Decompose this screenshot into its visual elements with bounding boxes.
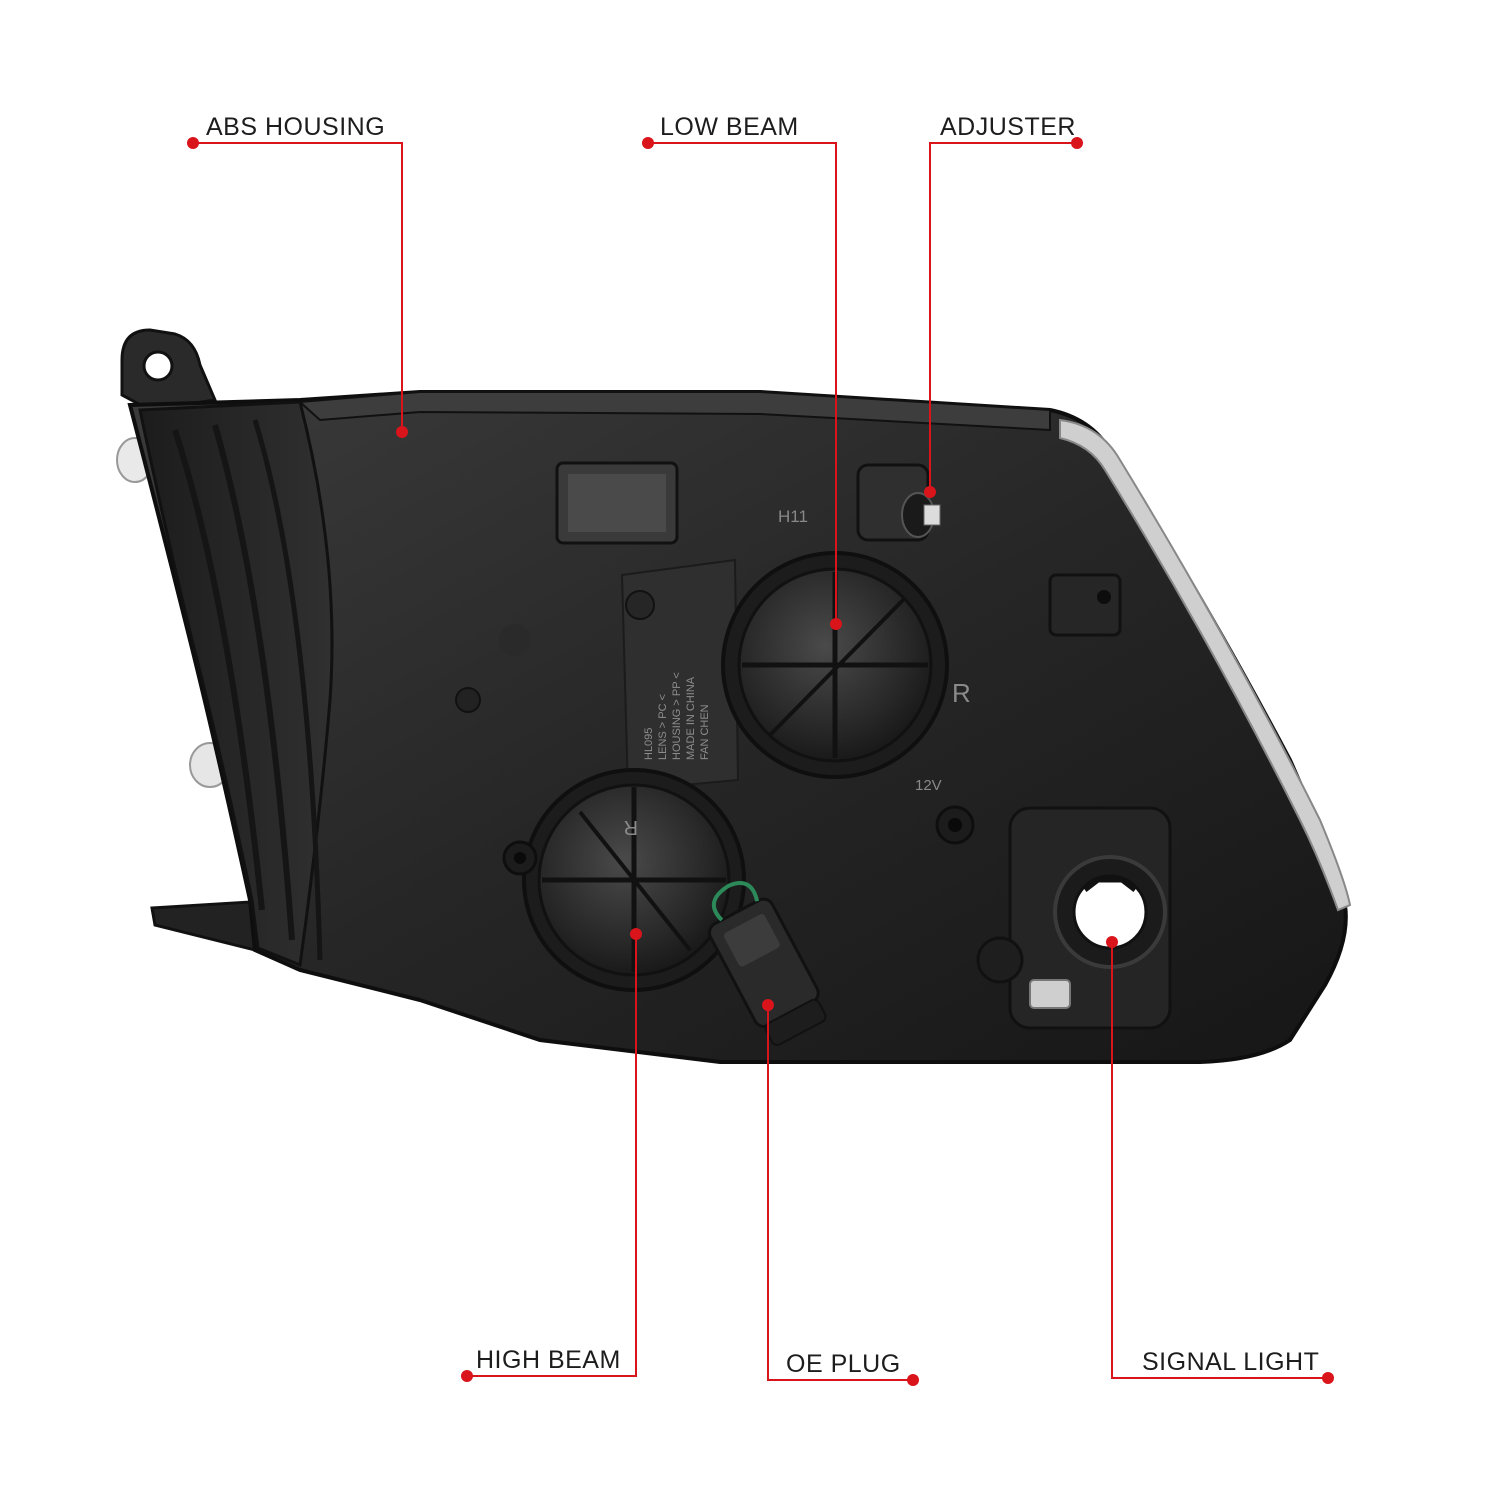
- callout-low-beam-label: LOW BEAM: [660, 113, 799, 141]
- callout-dot-low-end: [830, 618, 842, 630]
- rib-1: [172, 429, 265, 911]
- right-clip: [1048, 573, 1122, 637]
- molded-12v: 12V: [915, 777, 942, 794]
- callout-dot-abs-end: [396, 426, 408, 438]
- boss-6: [976, 936, 1024, 984]
- label-line-2: HOUSING > PP <: [671, 672, 683, 760]
- lens-edge: [1059, 418, 1352, 912]
- callout-abs-housing-label: ABS HOUSING: [206, 113, 386, 141]
- callout-dot-abs-start: [187, 137, 199, 149]
- callout-line-signal-light: [1111, 942, 1328, 1379]
- signal-socket-hole: [1072, 874, 1148, 950]
- boss-5: [499, 624, 531, 656]
- high-beam-rib-d: [578, 810, 692, 952]
- callout-dots: [187, 137, 1334, 1386]
- molded-label-lines: HL095 LENS > PC < HOUSING > PP < MADE IN…: [643, 672, 711, 760]
- callout-line-low-beam: [648, 142, 837, 624]
- callout-line-adjuster: [929, 142, 1077, 492]
- molded-low-r: R: [952, 678, 971, 708]
- label-line-0: HL095: [643, 728, 655, 760]
- rib-3: [252, 419, 323, 961]
- boss-2-hole: [514, 852, 526, 864]
- callout-dot-high-start: [461, 1370, 473, 1382]
- callout-dot-oe-start: [907, 1374, 919, 1386]
- label-line-4: FAN CHEN: [699, 704, 711, 760]
- right-clip-hole: [1097, 590, 1111, 604]
- molded-h11: H11: [778, 507, 808, 526]
- callout-high-beam-label: HIGH BEAM: [476, 1346, 621, 1374]
- vent-window: [568, 474, 666, 532]
- callout-dot-sig-start: [1322, 1372, 1334, 1384]
- callout-signal-light-label: SIGNAL LIGHT: [1142, 1348, 1320, 1376]
- callout-dot-adj-end: [924, 486, 936, 498]
- label-line-3: MADE IN CHINA: [685, 676, 697, 760]
- housing-top-lip: [297, 391, 1051, 432]
- callout-dot-oe-end: [762, 999, 774, 1011]
- callout-adjuster-label: ADJUSTER: [940, 113, 1076, 141]
- callout-dot-high-end: [630, 928, 642, 940]
- adjuster-tip: [923, 504, 941, 526]
- rib-2: [212, 424, 295, 941]
- boss-4: [625, 590, 655, 620]
- callout-oe-plug-label: OE PLUG: [786, 1350, 901, 1378]
- callout-dot-sig-end: [1106, 936, 1118, 948]
- callout-line-abs-housing: [193, 142, 403, 432]
- label-pad: [620, 558, 740, 792]
- callout-line-high-beam: [467, 934, 637, 1377]
- molded-high-r: R: [624, 816, 638, 838]
- callout-dot-low-start: [642, 137, 654, 149]
- boss-3: [455, 687, 481, 713]
- callout-line-oe-plug: [767, 1005, 913, 1381]
- callout-dot-adj-start: [1071, 137, 1083, 149]
- mounting-tab-hole: [142, 350, 174, 382]
- ground-stud: [1029, 979, 1071, 1009]
- low-beam-rib-d: [768, 596, 907, 737]
- signal-socket-keys: [1083, 877, 1137, 892]
- boss-1-hole: [948, 818, 962, 832]
- callout-lines: [193, 142, 1328, 1381]
- oe-plug: [707, 881, 827, 1046]
- label-line-1: LENS > PC <: [657, 694, 669, 760]
